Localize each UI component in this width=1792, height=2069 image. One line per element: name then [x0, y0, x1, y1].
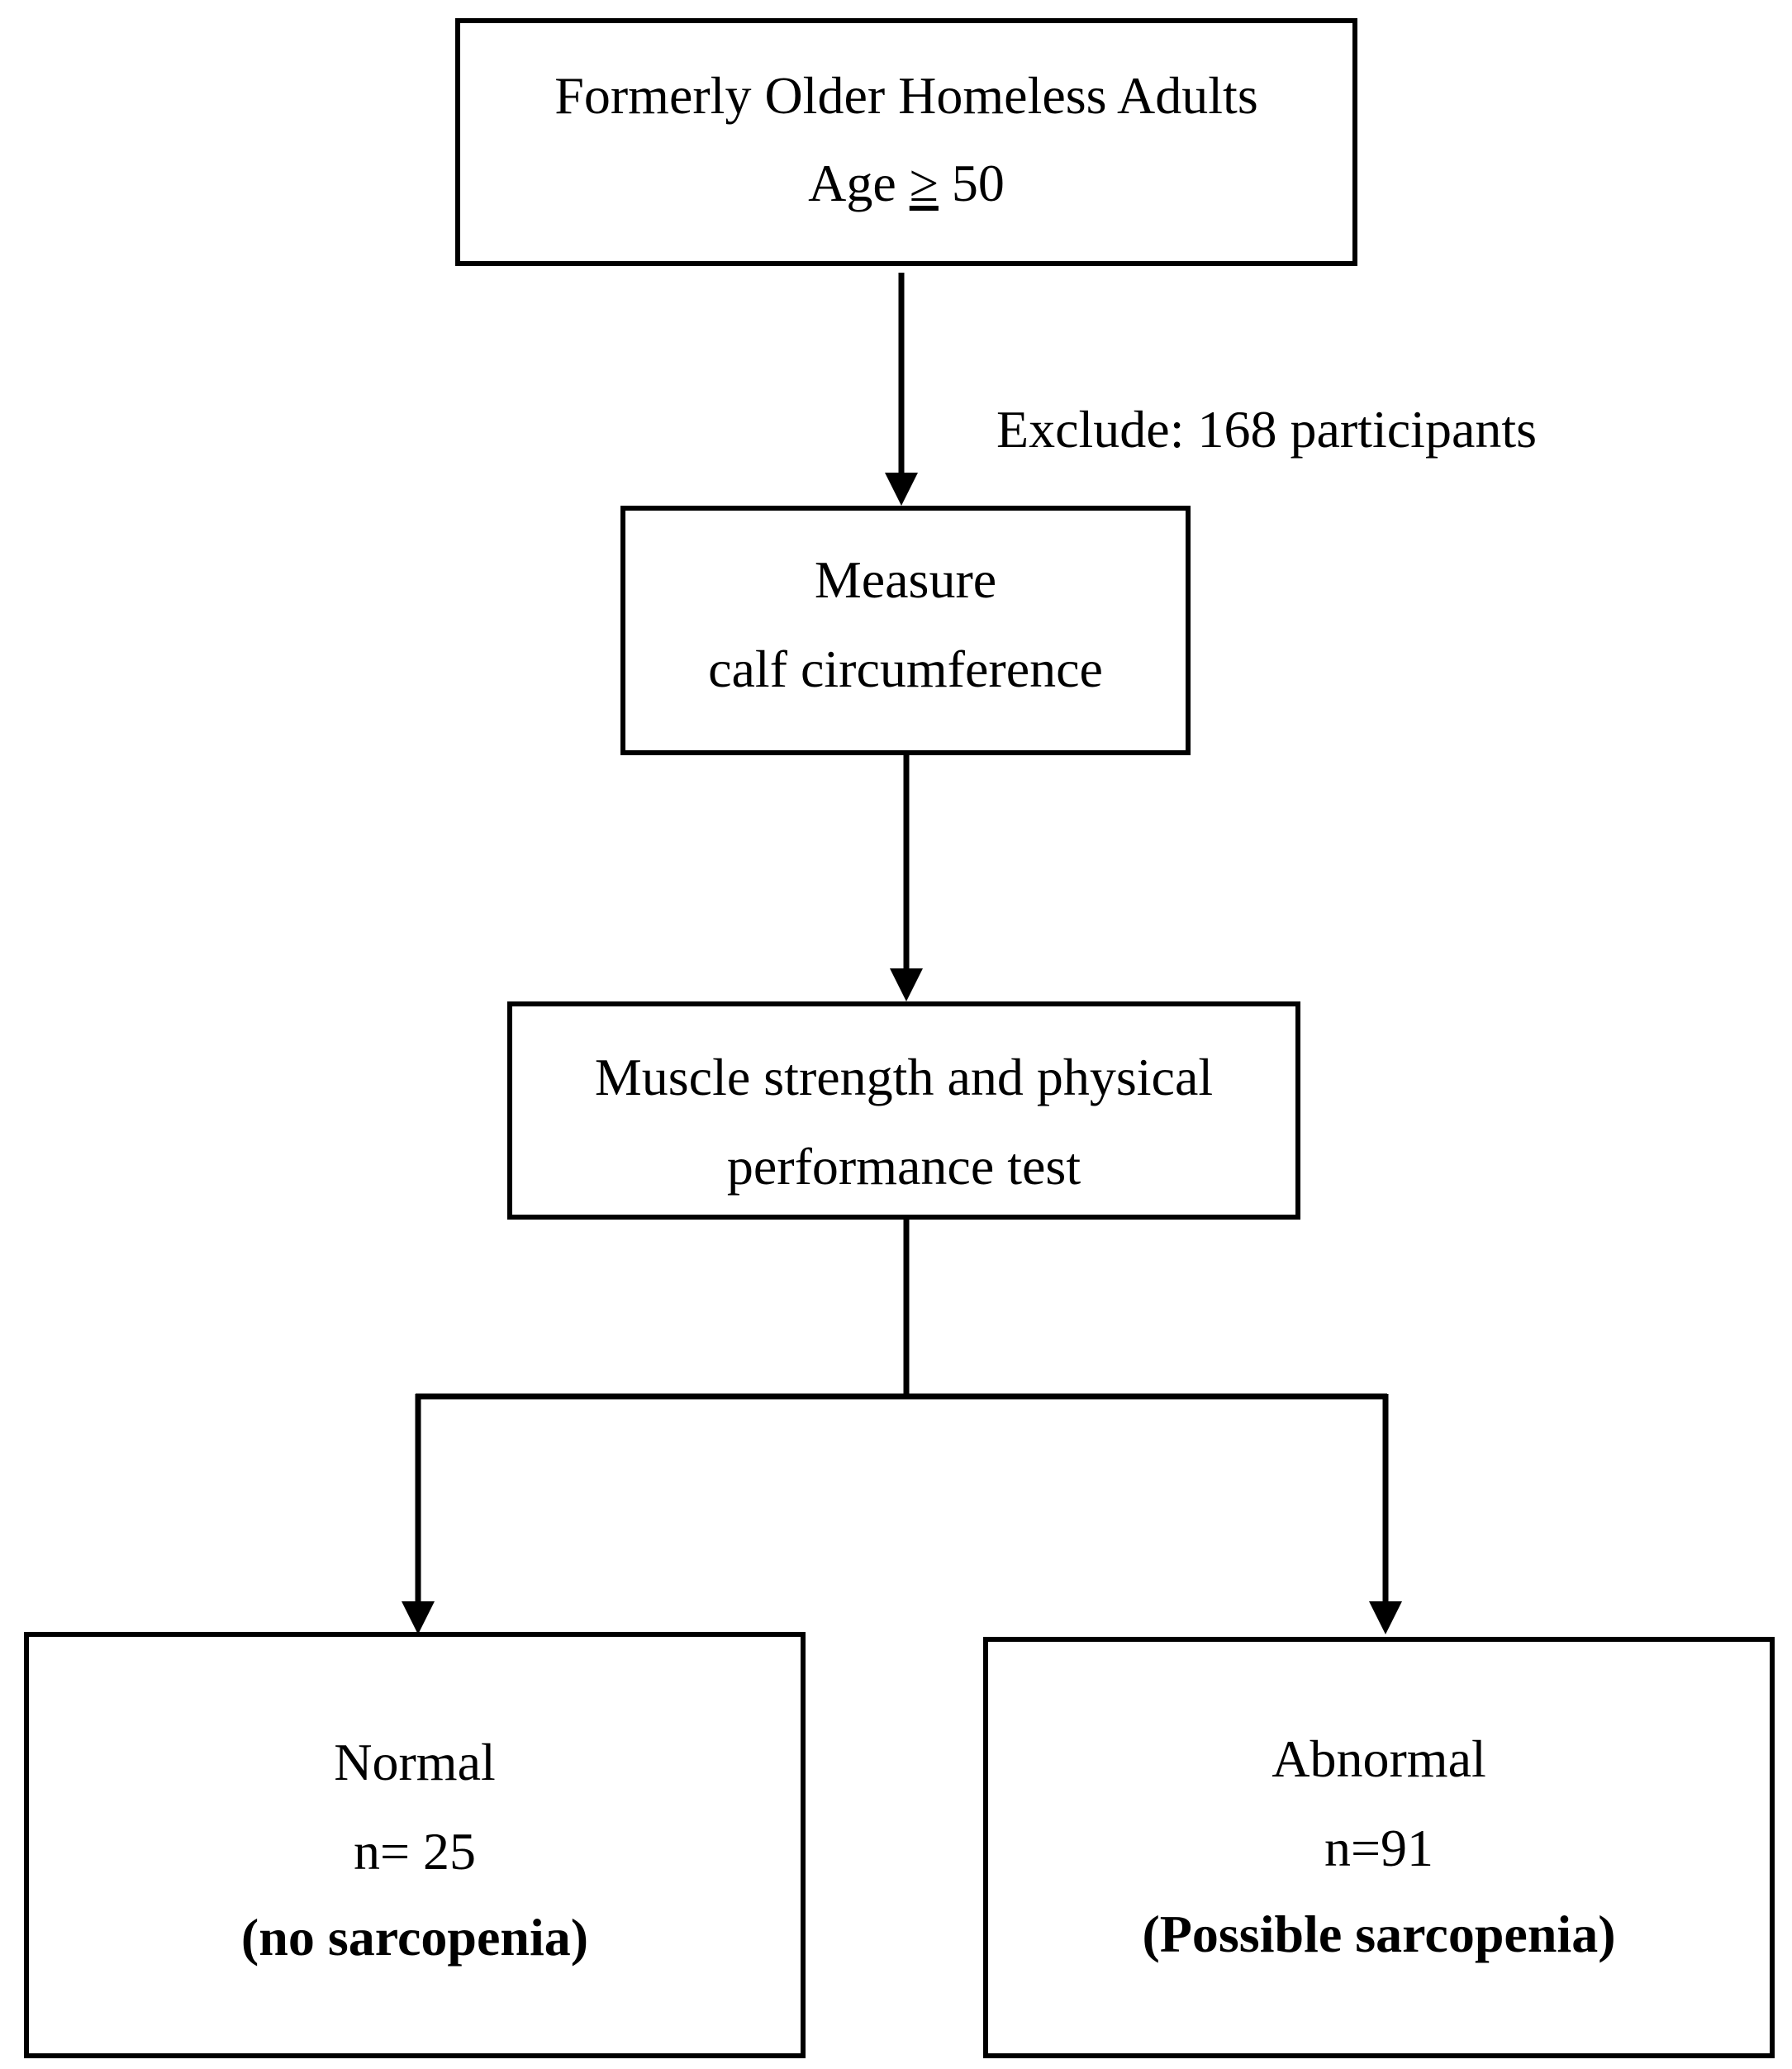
node-start-age-symbol: ≥: [909, 154, 939, 212]
node-test: Muscle strength and physical performance…: [507, 1001, 1300, 1220]
node-normal-line3: (no sarcopenia): [240, 1908, 589, 1967]
node-start-line1: Formerly Older Homeless Adults: [554, 66, 1258, 125]
arrowhead-normal: [402, 1601, 435, 1634]
node-measure-line2: calf circumference: [708, 640, 1103, 698]
node-start-age-suffix: 50: [938, 154, 1005, 212]
node-test-line1: Muscle strength and physical: [594, 1048, 1214, 1106]
node-test-line2: performance test: [726, 1137, 1081, 1196]
exclude-label: Exclude: 168 participants: [996, 400, 1538, 459]
node-measure-line1: Measure: [814, 550, 997, 609]
node-normal-line2: n= 25: [353, 1822, 477, 1881]
node-start-age-prefix: Age: [808, 154, 910, 212]
node-measure: Measure calf circumference: [620, 506, 1191, 755]
node-start-line2: Age ≥ 50: [460, 157, 1352, 210]
node-abnormal-line1: Abnormal: [1272, 1729, 1486, 1788]
arrowhead-test: [890, 968, 923, 1001]
node-normal: Normal n= 25 (no sarcopenia): [24, 1632, 806, 2058]
node-abnormal-line2: n=91: [1324, 1819, 1434, 1877]
node-abnormal-line3: (Possible sarcopenia): [1142, 1905, 1616, 1963]
node-abnormal: Abnormal n=91 (Possible sarcopenia): [983, 1637, 1775, 2058]
node-start: Formerly Older Homeless Adults Age ≥ 50: [455, 18, 1357, 266]
arrowhead-measure: [885, 473, 918, 506]
node-normal-line1: Normal: [334, 1733, 496, 1791]
arrowhead-abnormal: [1369, 1601, 1402, 1634]
